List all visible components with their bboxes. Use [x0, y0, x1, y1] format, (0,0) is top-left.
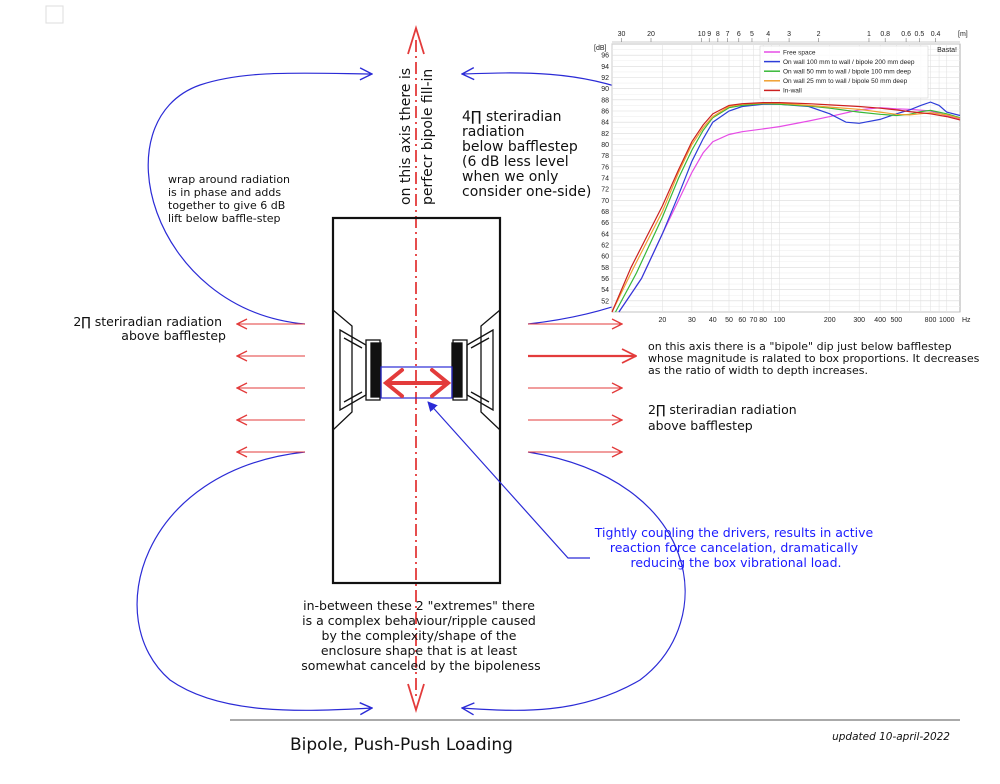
chart-top-tick-label: 4 — [766, 31, 770, 38]
chart-y-unit-label: [dB] — [594, 45, 607, 52]
wrap-around-label: wrap around radiation is in phase and ad… — [168, 173, 294, 225]
chart-top-tick-label: 0.5 — [914, 31, 924, 38]
wrap-loop-top-left — [147, 73, 372, 325]
frequency-response-chart: 5254565860626466687072747678808284868890… — [594, 31, 971, 324]
two-pi-right-label: 2∏ steriradian radiation above baffleste… — [648, 402, 801, 433]
chart-top-tick-label: 6 — [737, 31, 741, 38]
wrap-loop-bottom-left — [136, 451, 372, 710]
chart-y-tick-label: 80 — [601, 142, 609, 149]
chart-y-tick-label: 92 — [601, 75, 609, 82]
chart-top-tick-label: 0.6 — [901, 31, 911, 38]
chart-legend-entry: On wall 25 mm to wall / bipole 50 mm dee… — [783, 78, 908, 85]
chart-x-tick-label: 500 — [891, 317, 903, 324]
corner-box-icon — [45, 5, 64, 24]
chart-y-tick-label: 84 — [601, 120, 609, 127]
chart-legend — [759, 45, 929, 99]
chart-x-tick-label: 100 — [774, 317, 786, 324]
chart-x-tick-label: 50 — [725, 317, 733, 324]
chart-y-tick-label: 72 — [601, 187, 609, 194]
chart-legend-entry: On wall 50 mm to wall / bipole 100 mm de… — [783, 69, 911, 76]
chart-top-tick-label: 7 — [726, 31, 730, 38]
coupling-rod — [380, 366, 453, 399]
chart-series-line-5 — [611, 101, 961, 313]
chart-x-tick-label: 60 — [738, 317, 746, 324]
chart-legend-entry: Free space — [783, 49, 816, 56]
right-driver — [451, 308, 501, 432]
between-extremes-label: in-between these 2 "extremes" there is a… — [301, 598, 540, 673]
chart-series-line-1 — [618, 107, 961, 313]
chart-y-tick-label: 52 — [601, 298, 609, 305]
bipole-dip-label: on this axis there is a "bipole" dip jus… — [648, 340, 983, 377]
chart-top-tick-label: 0.4 — [931, 31, 941, 38]
chart-legend-entry: On wall 100 mm to wall / bipole 200 mm d… — [783, 59, 915, 66]
chart-x-tick-label: 30 — [688, 317, 696, 324]
chart-top-tick-label: 3 — [787, 31, 791, 38]
chart-y-tick-label: 76 — [601, 164, 609, 171]
chart-top-tick-label: 10 — [698, 31, 706, 38]
chart-y-tick-label: 96 — [601, 53, 609, 60]
coupling-pointer-line — [427, 401, 590, 559]
chart-x-tick-label: 800 — [925, 317, 937, 324]
chart-y-tick-label: 62 — [601, 243, 609, 250]
chart-y-tick-label: 94 — [601, 64, 609, 71]
two-pi-left-label: 2∏ steriradian radiation above baffleste… — [73, 314, 226, 343]
chart-x-tick-label: 200 — [824, 317, 836, 324]
chart-x-tick-label: 20 — [658, 317, 666, 324]
chart-y-tick-label: 56 — [601, 276, 609, 283]
chart-y-tick-label: 74 — [601, 176, 609, 183]
chart-x-tick-label: 300 — [853, 317, 865, 324]
chart-y-tick-label: 88 — [601, 97, 609, 104]
chart-top-tick-label: 0.8 — [880, 31, 890, 38]
vertical-axis-label: on this axis there is perfecr bipole fil… — [398, 63, 436, 205]
four-pi-label: 4∏ steriradian radiation below baffleste… — [462, 109, 591, 200]
chart-top-tick-label: 20 — [647, 31, 655, 38]
chart-y-tick-label: 66 — [601, 220, 609, 227]
chart-y-tick-label: 86 — [601, 109, 609, 116]
chart-y-tick-label: 78 — [601, 153, 609, 160]
coupling-label: Tightly coupling the drivers, results in… — [594, 525, 877, 570]
wrap-loop-bottom-right — [462, 451, 686, 710]
chart-x-tick-label: 80 — [759, 317, 767, 324]
axis-arrow-bottom-icon — [407, 683, 425, 714]
chart-top-tick-label: 8 — [716, 31, 720, 38]
chart-x-tick-label: 70 — [750, 317, 758, 324]
chart-top-tick-label: 30 — [618, 31, 626, 38]
axis-arrow-top-icon — [407, 24, 425, 55]
chart-y-tick-label: 54 — [601, 287, 609, 294]
chart-top-tick-label: 5 — [750, 31, 754, 38]
chart-top-tick-label: 9 — [707, 31, 711, 38]
updated-date: updated 10-april-2022 — [832, 731, 950, 743]
chart-legend-entry: In-wall — [783, 88, 802, 95]
chart-x-tick-label: 400 — [874, 317, 886, 324]
chart-y-tick-label: 82 — [601, 131, 609, 138]
chart-x-tick-label: 40 — [709, 317, 717, 324]
chart-y-tick-label: 64 — [601, 231, 609, 238]
chart-y-tick-label: 68 — [601, 209, 609, 216]
chart-top-unit-label: [m] — [958, 31, 968, 38]
force-double-arrow-icon — [382, 368, 452, 398]
chart-y-tick-label: 90 — [601, 86, 609, 93]
chart-x-tick-label: 1000 — [939, 317, 955, 324]
chart-y-tick-label: 70 — [601, 198, 609, 205]
page-title: Bipole, Push-Push Loading — [290, 735, 513, 755]
chart-x-unit-label: Hz — [962, 317, 971, 324]
chart-y-tick-label: 58 — [601, 265, 609, 272]
chart-top-tick-label: 2 — [817, 31, 821, 38]
chart-y-tick-label: 60 — [601, 254, 609, 261]
left-driver — [332, 308, 382, 432]
chart-top-tick-label: 1 — [867, 31, 871, 38]
chart-brand-label: Basta! — [937, 47, 957, 54]
